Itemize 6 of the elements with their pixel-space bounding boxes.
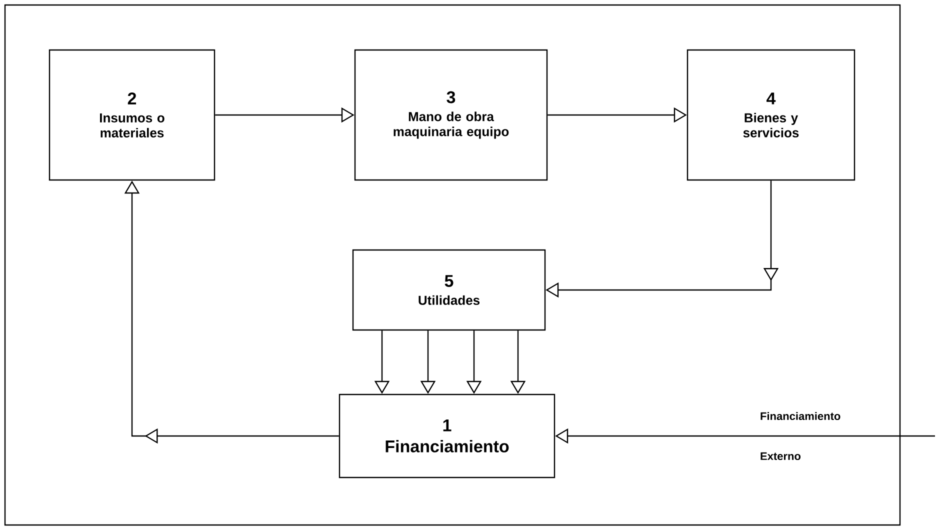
process-box: 4 Bienes y servicios xyxy=(686,49,856,181)
process-box: 2 Insumos o materiales xyxy=(48,49,216,181)
edge-label: Financiamiento Externo xyxy=(760,412,840,460)
process-box: 5 Utilidades xyxy=(352,249,546,331)
process-box: 1 Financiamiento xyxy=(338,394,556,478)
process-box: 3 Mano de obra maquinaria equipo xyxy=(354,49,548,181)
